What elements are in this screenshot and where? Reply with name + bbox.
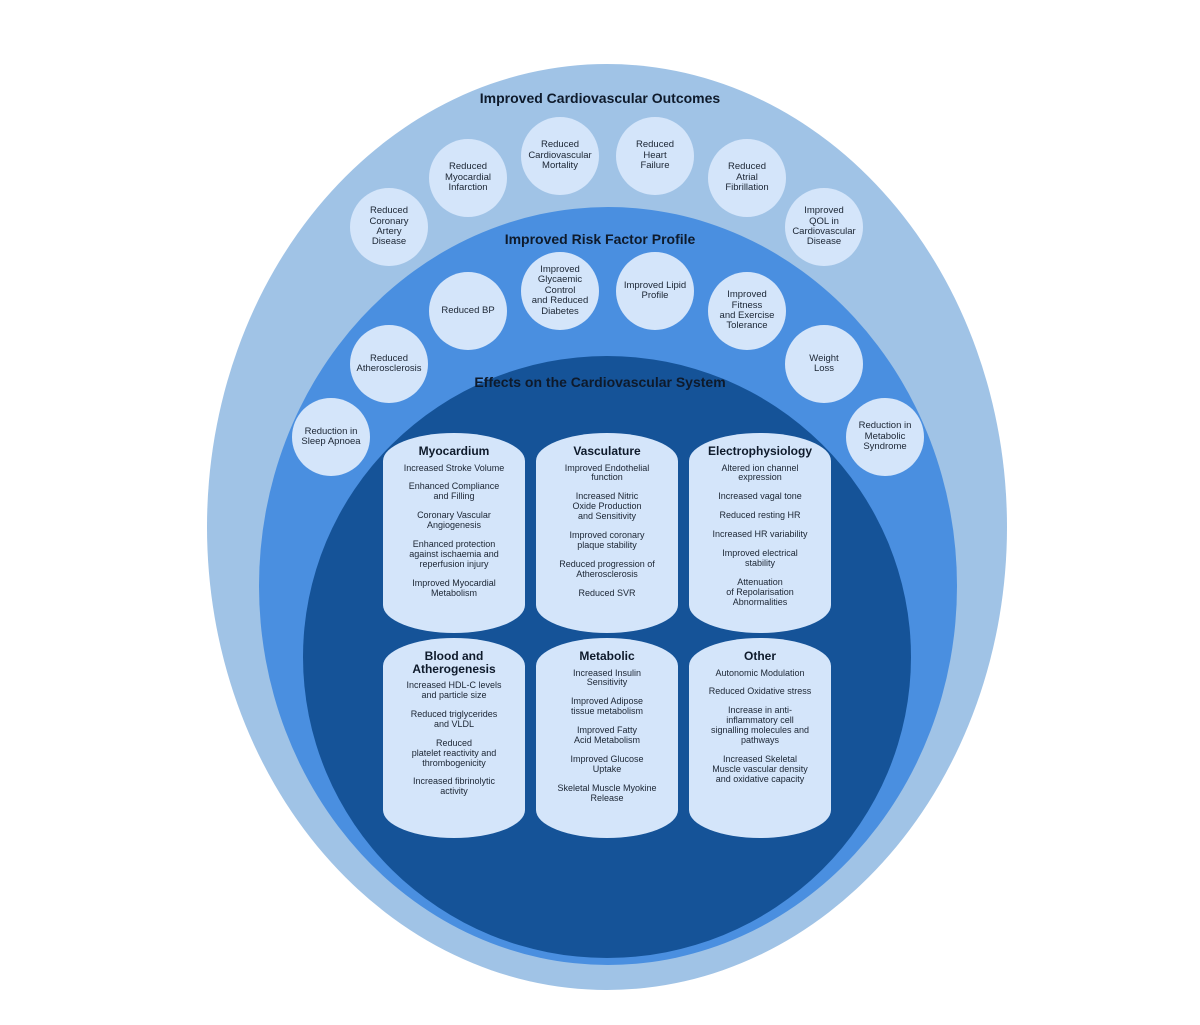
risk-factor-bubble: Improved Fitness and Exercise Tolerance (708, 272, 786, 350)
effect-card-electrophysiology: Electrophysiology Altered ion channel ex… (689, 433, 831, 633)
effects-title: Effects on the Cardiovascular System (474, 374, 726, 390)
card-item: Improved Adipose tissue metabolism (570, 696, 644, 717)
risk-factor-title: Improved Risk Factor Profile (504, 231, 696, 247)
effect-card-myocardium: Myocardium Increased Stroke Volume Enhan… (383, 433, 525, 633)
risk-factor-bubble: Reduction in Metabolic Syndrome (846, 398, 924, 476)
risk-factor-bubble: Reduced BP (429, 272, 507, 350)
card-item: Increase in anti- inflammatory cell sign… (710, 705, 810, 746)
risk-factor-bubble: Improved Glycaemic Control and Reduced D… (521, 252, 599, 330)
effect-card-other: Other Autonomic Modulation Reduced Oxida… (689, 638, 831, 838)
card-item: Reduced Oxidative stress (708, 686, 812, 697)
card-item: Attenuation of Repolarisation Abnormalit… (726, 576, 794, 607)
card-item: Autonomic Modulation (715, 667, 805, 678)
card-item: Reduced progression of Atherosclerosis (559, 558, 655, 579)
outcomes-title: Improved Cardiovascular Outcomes (479, 90, 721, 106)
card-title: Metabolic (579, 649, 635, 663)
outcome-bubble: Reduced Atrial Fibrillation (708, 139, 786, 217)
card-item: Increased HDL-C levels and particle size (406, 680, 502, 701)
card-item: Improved Myocardial Metabolism (412, 577, 496, 598)
card-title: Electrophysiology (707, 444, 813, 458)
outcome-bubble: Reduced Cardiovascular Mortality (521, 117, 599, 195)
card-item: Reduced SVR (578, 587, 636, 598)
risk-factor-bubble: Improved Lipid Profile (616, 252, 694, 330)
card-item: Reduced triglycerides and VLDL (410, 708, 498, 729)
outcome-bubble: Reduced Heart Failure (616, 117, 694, 195)
card-item: Reduced platelet reactivity and thrombog… (411, 737, 497, 768)
effect-card-metabolic: Metabolic Increased Insulin Sensitivity … (536, 638, 678, 838)
card-title: Vasculature (573, 444, 641, 458)
card-item: Increased fibrinolytic activity (412, 776, 496, 797)
card-item: Skeletal Muscle Myokine Release (557, 782, 657, 803)
risk-factor-bubble: Reduced Atherosclerosis (350, 325, 428, 403)
card-item: Improved electrical stability (722, 548, 798, 568)
card-item: Increased Insulin Sensitivity (572, 667, 642, 688)
card-item: Increased Skeletal Muscle vascular densi… (712, 753, 808, 784)
card-item: Enhanced Compliance and Filling (408, 481, 500, 502)
outcome-bubble: Improved QOL in Cardiovascular Disease (785, 188, 863, 266)
card-item: Coronary Vascular Angiogenesis (417, 510, 491, 531)
card-item: Increased Stroke Volume (403, 462, 505, 473)
outcome-bubble: Reduced Myocardial Infarction (429, 139, 507, 217)
risk-factor-bubble: Weight Loss (785, 325, 863, 403)
card-item: Altered ion channel expression (721, 462, 799, 483)
card-item: Enhanced protection against ischaemia an… (409, 539, 499, 569)
card-item: Improved coronary plaque stability (569, 530, 645, 550)
card-item: Improved Glucose Uptake (570, 753, 644, 774)
outcome-bubble: Reduced Coronary Artery Disease (350, 188, 428, 266)
card-title: Blood and Atherogenesis (412, 649, 496, 676)
card-title: Other (743, 649, 776, 663)
card-item: Increased vagal tone (718, 491, 802, 502)
card-title: Myocardium (418, 444, 490, 458)
card-item: Improved Endothelial function (564, 462, 650, 483)
risk-factor-bubble: Reduction in Sleep Apnoea (292, 398, 370, 476)
card-item: Increased Nitric Oxide Production and Se… (572, 491, 642, 522)
card-item: Improved Fatty Acid Metabolism (573, 725, 641, 746)
effect-card-vasculature: Vasculature Improved Endothelial functio… (536, 433, 678, 633)
effect-card-blood-atherogenesis: Blood and Atherogenesis Increased HDL-C … (383, 638, 525, 838)
card-item: Increased HR variability (712, 529, 808, 540)
card-item: Reduced resting HR (719, 510, 801, 521)
